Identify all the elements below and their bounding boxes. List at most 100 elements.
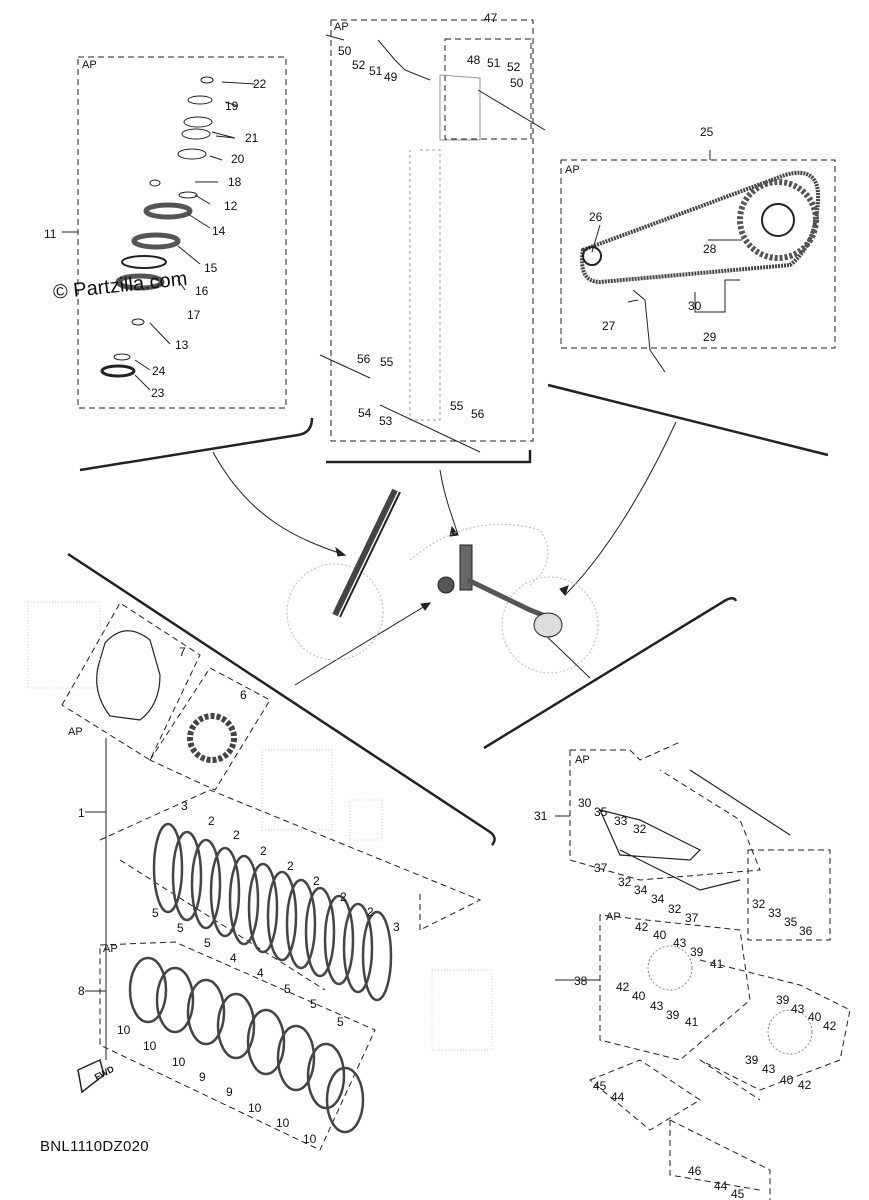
callout-43a[interactable]: 43	[673, 936, 687, 950]
callout-44b[interactable]: 44	[714, 1179, 728, 1193]
callout-34a[interactable]: 34	[634, 883, 648, 897]
callout-2g[interactable]: 2	[367, 905, 374, 919]
callout-20[interactable]: 20	[231, 152, 245, 166]
callout-15[interactable]: 15	[204, 261, 218, 275]
callout-41b[interactable]: 41	[685, 1015, 699, 1029]
callout-50b[interactable]: 50	[510, 76, 524, 90]
callout-51a[interactable]: 51	[369, 64, 383, 78]
callout-10a[interactable]: 10	[117, 1023, 131, 1037]
callout-45b[interactable]: 45	[731, 1187, 745, 1200]
callout-35b[interactable]: 35	[784, 915, 798, 929]
callout-36[interactable]: 36	[799, 924, 813, 938]
callout-1[interactable]: 1	[78, 806, 85, 820]
callout-3b[interactable]: 3	[393, 920, 400, 934]
callout-14[interactable]: 14	[212, 224, 226, 238]
callout-22[interactable]: 22	[253, 77, 267, 91]
callout-32b[interactable]: 32	[618, 875, 632, 889]
callout-53[interactable]: 53	[379, 414, 393, 428]
callout-39b[interactable]: 39	[666, 1008, 680, 1022]
callout-26[interactable]: 26	[589, 210, 603, 224]
callout-35a[interactable]: 35	[594, 805, 608, 819]
callout-39c[interactable]: 39	[776, 993, 790, 1007]
callout-31[interactable]: 31	[534, 809, 548, 823]
callout-34b[interactable]: 34	[651, 892, 665, 906]
callout-50a[interactable]: 50	[338, 44, 352, 58]
callout-10c[interactable]: 10	[172, 1055, 186, 1069]
callout-40d[interactable]: 40	[780, 1073, 794, 1087]
callout-37a[interactable]: 37	[594, 861, 608, 875]
callout-28[interactable]: 28	[703, 242, 717, 256]
callout-9b[interactable]: 9	[226, 1085, 233, 1099]
callout-12[interactable]: 12	[224, 199, 238, 213]
callout-24[interactable]: 24	[152, 364, 166, 378]
callout-29[interactable]: 29	[703, 330, 717, 344]
callout-47[interactable]: 47	[484, 11, 498, 25]
callout-42a[interactable]: 42	[635, 920, 649, 934]
callout-39d[interactable]: 39	[745, 1053, 759, 1067]
callout-5c[interactable]: 5	[204, 936, 211, 950]
callout-5e[interactable]: 5	[310, 997, 317, 1011]
callout-6[interactable]: 6	[240, 688, 247, 702]
callout-10f[interactable]: 10	[303, 1132, 317, 1146]
callout-33a[interactable]: 33	[614, 814, 628, 828]
callout-42c[interactable]: 42	[823, 1019, 837, 1033]
callout-32d[interactable]: 32	[752, 897, 766, 911]
callout-2b[interactable]: 2	[233, 828, 240, 842]
callout-45a[interactable]: 45	[593, 1079, 607, 1093]
callout-55a[interactable]: 55	[380, 355, 394, 369]
callout-10e[interactable]: 10	[276, 1116, 290, 1130]
callout-51b[interactable]: 51	[487, 56, 501, 70]
callout-39a[interactable]: 39	[690, 945, 704, 959]
callout-4a[interactable]: 4	[230, 951, 237, 965]
callout-49[interactable]: 49	[384, 70, 398, 84]
callout-2d[interactable]: 2	[287, 859, 294, 873]
callout-40b[interactable]: 40	[632, 989, 646, 1003]
callout-2e[interactable]: 2	[313, 874, 320, 888]
callout-56b[interactable]: 56	[471, 407, 485, 421]
callout-5a[interactable]: 5	[152, 906, 159, 920]
callout-9a[interactable]: 9	[199, 1070, 206, 1084]
callout-43b[interactable]: 43	[650, 999, 664, 1013]
callout-42d[interactable]: 42	[798, 1078, 812, 1092]
callout-44a[interactable]: 44	[611, 1090, 625, 1104]
callout-19[interactable]: 19	[225, 99, 239, 113]
callout-52b[interactable]: 52	[507, 60, 521, 74]
callout-30[interactable]: 30	[578, 796, 592, 810]
callout-5d[interactable]: 5	[284, 982, 291, 996]
callout-38[interactable]: 38	[574, 974, 588, 988]
callout-43d[interactable]: 43	[762, 1062, 776, 1076]
callout-42b[interactable]: 42	[616, 980, 630, 994]
callout-46[interactable]: 46	[688, 1164, 702, 1178]
callout-32a[interactable]: 32	[633, 822, 647, 836]
callout-18[interactable]: 18	[228, 175, 242, 189]
callout-43c[interactable]: 43	[791, 1002, 805, 1016]
callout-32c[interactable]: 32	[668, 902, 682, 916]
callout-8[interactable]: 8	[78, 984, 85, 998]
callout-25[interactable]: 25	[700, 125, 714, 139]
callout-37b[interactable]: 37	[685, 911, 699, 925]
callout-5f[interactable]: 5	[337, 1015, 344, 1029]
callout-4b[interactable]: 4	[257, 966, 264, 980]
callout-7[interactable]: 7	[179, 645, 186, 659]
callout-2f[interactable]: 2	[340, 890, 347, 904]
callout-54[interactable]: 54	[358, 406, 372, 420]
callout-27[interactable]: 27	[602, 319, 616, 333]
callout-52a[interactable]: 52	[352, 58, 366, 72]
callout-2a[interactable]: 2	[208, 814, 215, 828]
callout-3a[interactable]: 3	[181, 799, 188, 813]
callout-56a[interactable]: 56	[357, 352, 371, 366]
callout-40c[interactable]: 40	[808, 1010, 822, 1024]
callout-40a[interactable]: 40	[653, 928, 667, 942]
callout-17[interactable]: 17	[187, 308, 201, 322]
callout-33b[interactable]: 33	[768, 906, 782, 920]
callout-16[interactable]: 16	[195, 284, 209, 298]
callout-11[interactable]: 11	[44, 227, 57, 241]
callout-30[interactable]: 30	[688, 299, 702, 313]
callout-55b[interactable]: 55	[450, 399, 464, 413]
callout-21[interactable]: 21	[245, 131, 259, 145]
callout-41a[interactable]: 41	[710, 957, 724, 971]
callout-10b[interactable]: 10	[143, 1039, 157, 1053]
callout-23[interactable]: 23	[151, 386, 165, 400]
callout-2c[interactable]: 2	[260, 844, 267, 858]
callout-13[interactable]: 13	[175, 338, 189, 352]
